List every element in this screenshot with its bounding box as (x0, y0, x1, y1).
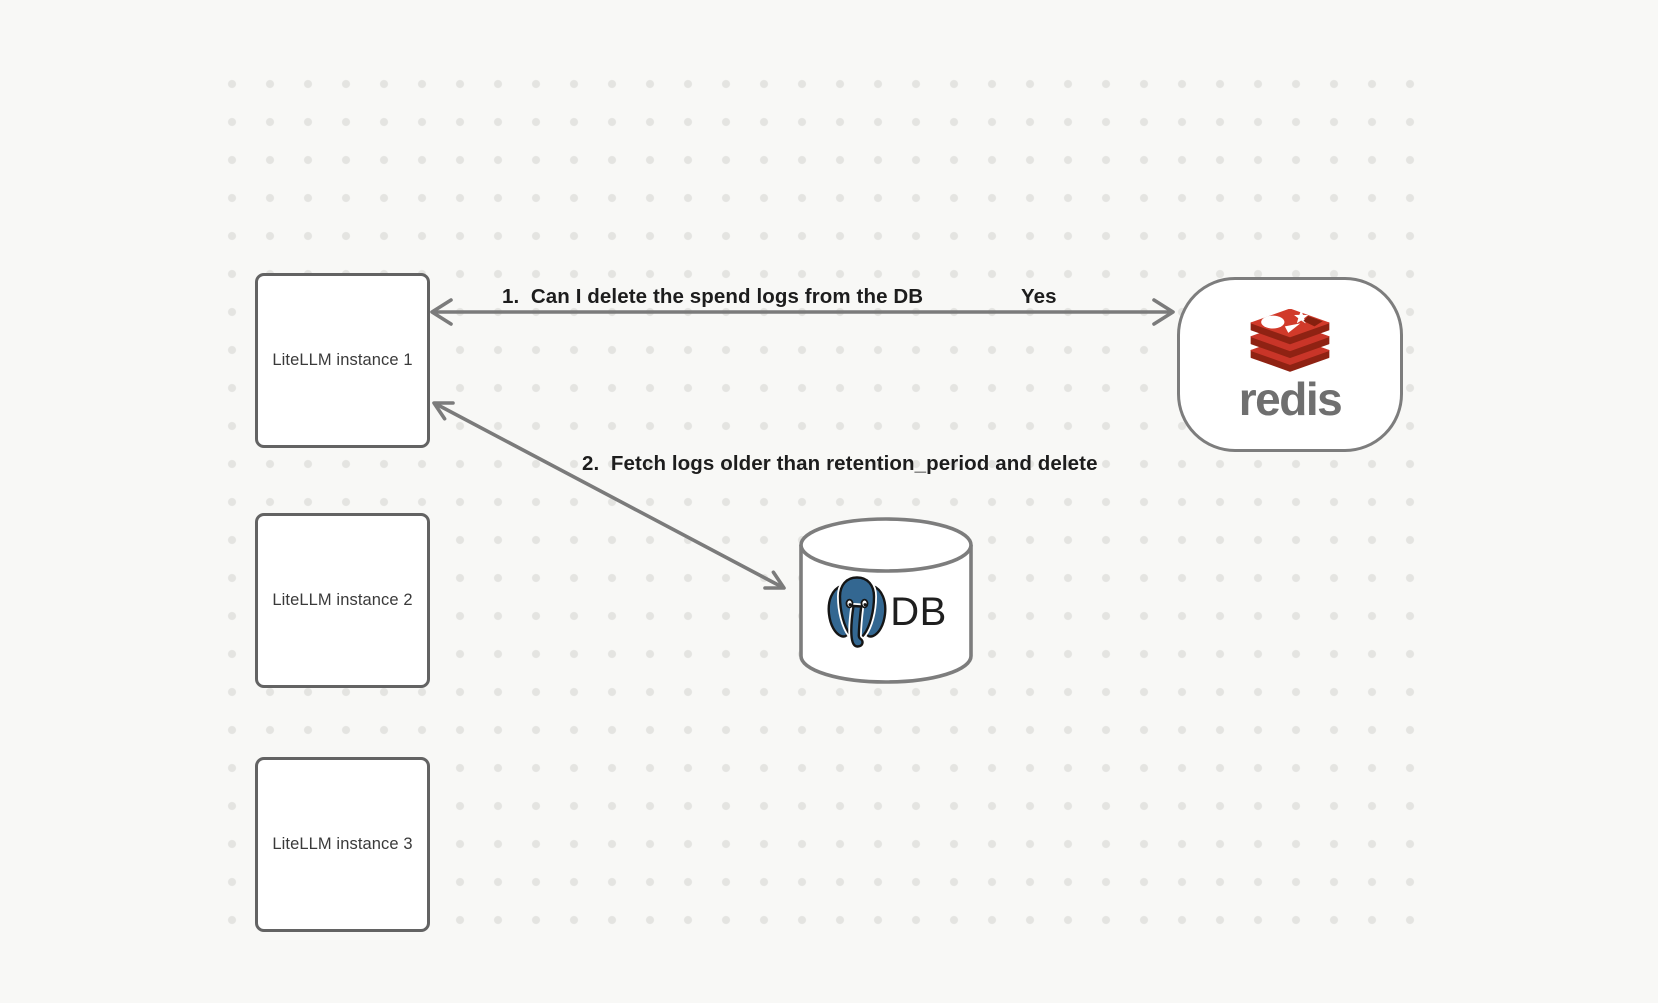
node-redis[interactable]: redis (1177, 277, 1403, 452)
arrow-2-shaft (434, 402, 784, 589)
node-litellm-instance-3[interactable]: LiteLLM instance 3 (255, 757, 430, 932)
node-database[interactable]: DB (797, 516, 975, 686)
arrow-1-reply-label: Yes (1021, 285, 1057, 308)
redis-logo-icon (1250, 309, 1330, 372)
redis-wordmark: redis (1238, 373, 1343, 425)
postgresql-logo-icon (825, 574, 889, 650)
db-label: DB (890, 589, 947, 634)
arrow-litellm-db[interactable] (432, 401, 786, 590)
node-litellm-instance-1[interactable]: LiteLLM instance 1 (255, 273, 430, 448)
arrow-1-head-right (1152, 298, 1175, 326)
arrow-2-head-bottom (763, 570, 786, 590)
node-label: LiteLLM instance 1 (272, 351, 413, 369)
arrow-1-label: 1. Can I delete the spend logs from the … (502, 285, 924, 308)
arrow-litellm-redis[interactable] (430, 298, 1175, 326)
arrow-2-head-top (432, 401, 455, 421)
arrow-2-label: 2. Fetch logs older than retention_perio… (582, 452, 1098, 475)
database-cylinder-shape (799, 517, 973, 684)
arrow-1-head-left (430, 298, 453, 326)
node-label: LiteLLM instance 2 (272, 591, 413, 609)
node-label: LiteLLM instance 3 (272, 835, 413, 853)
node-litellm-instance-2[interactable]: LiteLLM instance 2 (255, 513, 430, 688)
